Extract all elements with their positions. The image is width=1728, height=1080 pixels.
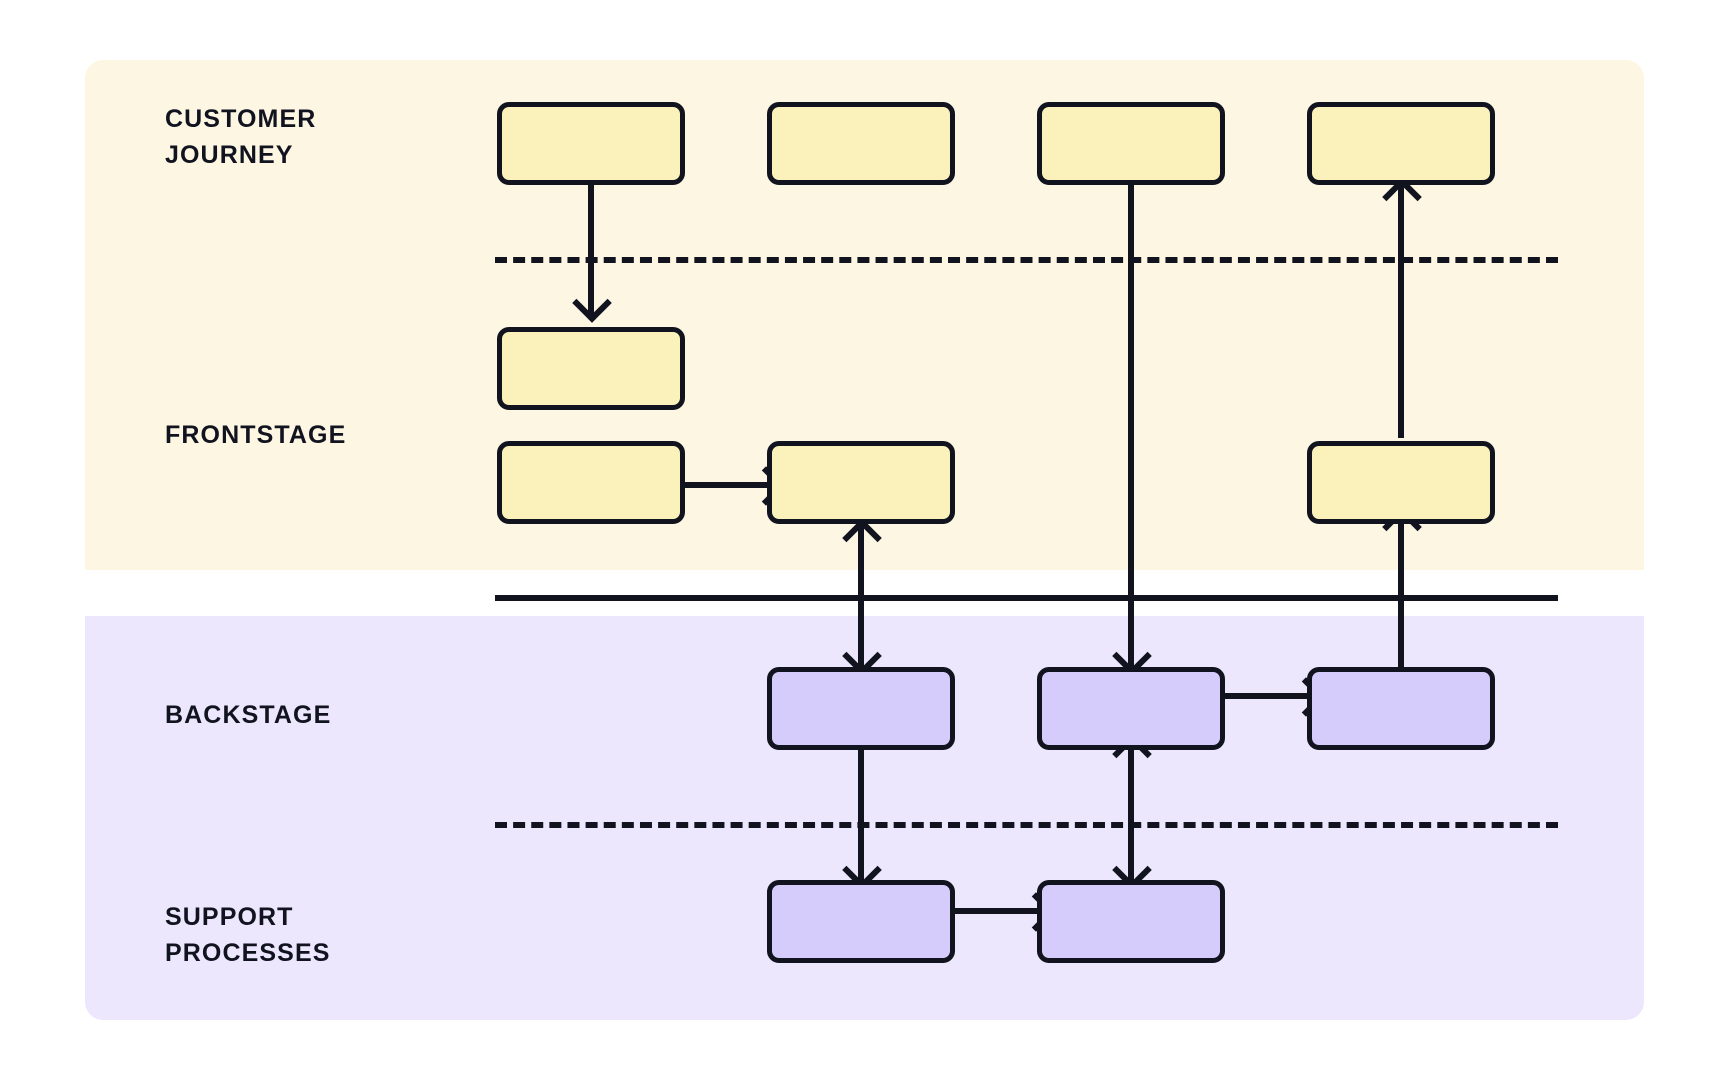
node-fs-2[interactable] <box>497 441 685 524</box>
node-cj-2[interactable] <box>767 102 955 185</box>
lane-label-customer-journey: CUSTOMER JOURNEY <box>165 105 317 169</box>
lane-label-support-processes: SUPPORT PROCESSES <box>165 903 331 967</box>
connector-cj3-to-bs2-line <box>1128 185 1134 670</box>
connector-fs2-to-fs3-line <box>685 482 770 488</box>
node-fs-1[interactable] <box>497 327 685 410</box>
connector-bs2-to-bs3-line <box>1225 693 1310 699</box>
line-of-internal-interaction <box>495 822 1558 828</box>
lane-label-frontstage: FRONTSTAGE <box>165 421 347 449</box>
connector-fs4-to-cj4-line <box>1398 183 1404 438</box>
node-bs-1[interactable] <box>767 667 955 750</box>
connector-bs1-to-sp1-line <box>858 748 864 883</box>
connector-fs3-bs1-line <box>858 524 864 669</box>
node-sp-1[interactable] <box>767 880 955 963</box>
node-cj-1[interactable] <box>497 102 685 185</box>
node-cj-4[interactable] <box>1307 102 1495 185</box>
node-sp-2[interactable] <box>1037 880 1225 963</box>
node-cj-3[interactable] <box>1037 102 1225 185</box>
node-bs-2[interactable] <box>1037 667 1225 750</box>
node-fs-4[interactable] <box>1307 441 1495 524</box>
connector-bs3-to-fs4-line <box>1398 513 1404 671</box>
line-of-visibility <box>495 595 1558 601</box>
connector-bs2-sp2-line <box>1128 740 1134 883</box>
line-of-interaction <box>495 257 1558 263</box>
node-fs-3[interactable] <box>767 441 955 524</box>
lane-label-backstage: BACKSTAGE <box>165 701 332 729</box>
connector-sp1-to-sp2-line <box>955 908 1040 914</box>
connector-cj1-to-fs1-line <box>588 185 594 317</box>
node-bs-3[interactable] <box>1307 667 1495 750</box>
